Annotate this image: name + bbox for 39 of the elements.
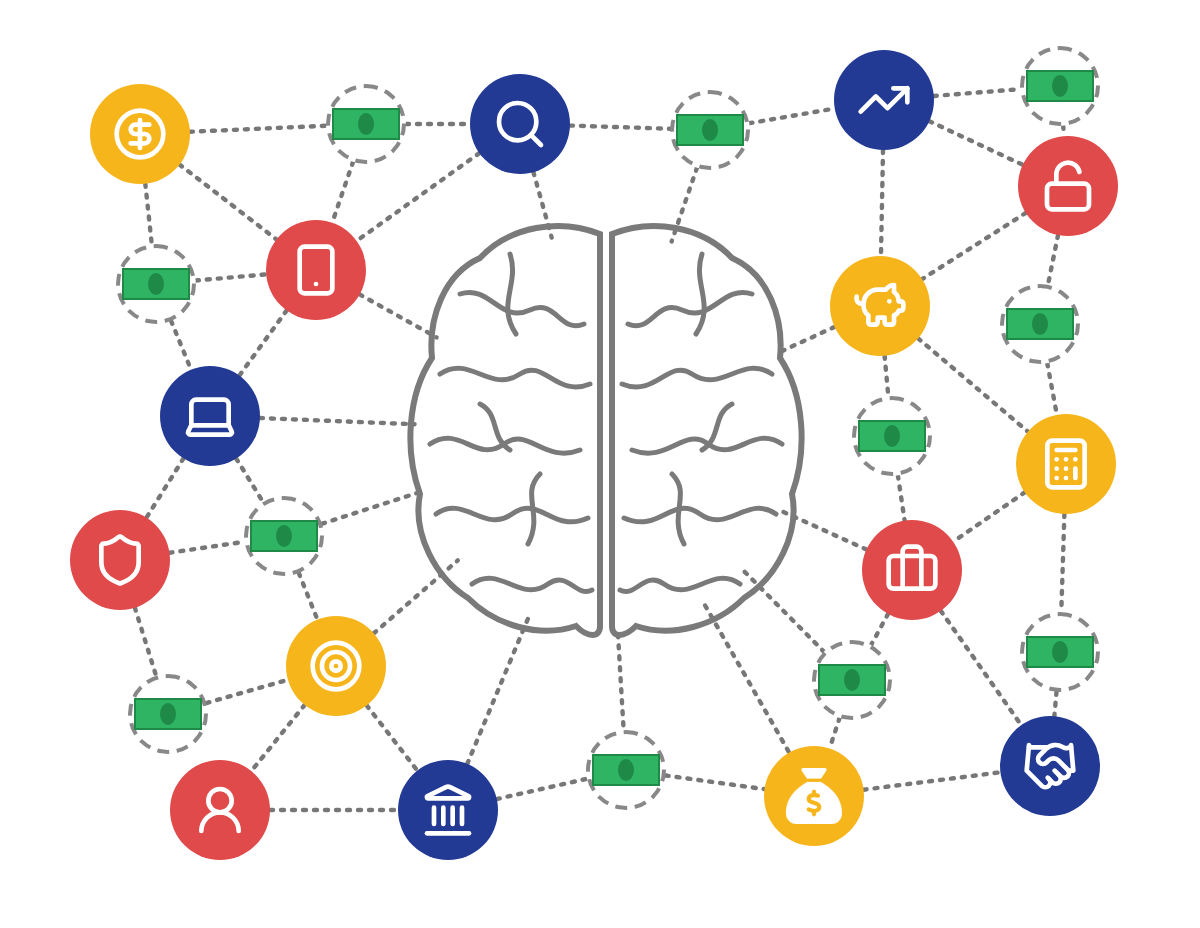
dotted-connector: [364, 703, 420, 773]
dotted-connector: [1045, 361, 1060, 418]
dotted-connector: [882, 353, 891, 399]
dotted-connector: [187, 123, 329, 134]
dotted-connector: [951, 490, 1027, 544]
dotted-connector: [669, 165, 700, 244]
dotted-connector: [371, 558, 460, 636]
dotted-connector: [494, 776, 590, 802]
dotted-connector: [143, 181, 154, 247]
dotted-connector: [780, 509, 869, 552]
dotted-connector: [779, 324, 837, 354]
dotted-connector: [742, 569, 827, 654]
dotted-connector: [663, 773, 767, 792]
dotted-connector: [267, 807, 401, 813]
dotted-connector: [878, 147, 886, 259]
dotted-connector: [144, 456, 186, 520]
dotted-connector: [257, 415, 417, 427]
dotted-connector: [177, 162, 279, 242]
dotted-connector: [237, 308, 289, 378]
dotted-connector: [1052, 689, 1059, 719]
dotted-connector: [465, 615, 531, 767]
dotted-connector: [915, 336, 1031, 434]
dotted-connector: [702, 603, 792, 755]
dotted-connector: [895, 473, 907, 523]
dotted-connector: [927, 118, 1025, 168]
dotted-connector: [193, 272, 269, 283]
dotted-connector: [531, 169, 554, 240]
dotted-connector: [357, 292, 439, 340]
dotted-connector: [861, 770, 1003, 792]
dotted-connector: [249, 702, 307, 774]
dotted-connector: [330, 159, 356, 225]
dotted-connector: [938, 608, 1024, 728]
dotted-connector: [354, 150, 482, 244]
dotted-connector: [615, 632, 626, 733]
dotted-connector: [132, 605, 159, 678]
dotted-connector: [567, 123, 673, 131]
dotted-connector: [1045, 232, 1061, 287]
dotted-connector: [919, 210, 1029, 282]
dotted-connector: [204, 677, 291, 706]
